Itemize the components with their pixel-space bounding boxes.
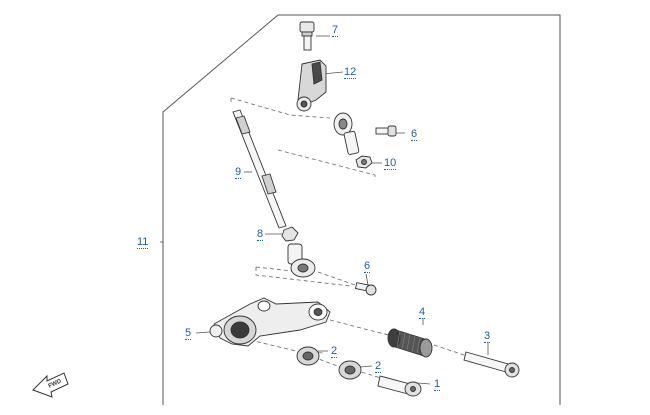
bracket-part-12 xyxy=(296,59,327,112)
fwd-arrow-icon: FWD xyxy=(32,372,69,398)
callout-11[interactable]: 11 xyxy=(137,236,149,249)
callout-6-upper[interactable]: 6 xyxy=(411,128,418,141)
callout-10[interactable]: 10 xyxy=(384,157,397,170)
bolt-part-1 xyxy=(377,375,422,397)
nut-part-10 xyxy=(355,155,373,169)
peg-rubber-part-4 xyxy=(387,328,433,358)
callout-2-left[interactable]: 2 xyxy=(331,345,338,358)
bolt-part-3 xyxy=(463,351,520,378)
nut-part-8 xyxy=(281,226,299,242)
bolt-part-6-lower xyxy=(354,282,377,296)
callout-12[interactable]: 12 xyxy=(344,66,357,79)
callout-7[interactable]: 7 xyxy=(332,24,339,37)
callout-3[interactable]: 3 xyxy=(484,330,491,343)
lever-arm-part-5 xyxy=(209,297,331,347)
callout-8[interactable]: 8 xyxy=(257,228,264,241)
fwd-label: FWD xyxy=(48,378,64,389)
rod-part-9 xyxy=(232,109,287,229)
callout-9[interactable]: 9 xyxy=(235,166,242,179)
rod-end-lower xyxy=(287,243,316,278)
assembly-boundary xyxy=(162,14,561,405)
bolt-part-6-upper xyxy=(375,125,397,137)
callout-4[interactable]: 4 xyxy=(419,306,426,319)
rod-end-upper xyxy=(333,112,360,155)
bolt-part-7 xyxy=(299,21,315,51)
callout-1[interactable]: 1 xyxy=(434,378,441,391)
spacer-part-2b xyxy=(338,360,362,380)
callout-6-lower[interactable]: 6 xyxy=(364,260,371,273)
callout-2-right[interactable]: 2 xyxy=(375,360,382,373)
callout-5[interactable]: 5 xyxy=(185,327,192,340)
spacer-part-2a xyxy=(296,346,320,366)
